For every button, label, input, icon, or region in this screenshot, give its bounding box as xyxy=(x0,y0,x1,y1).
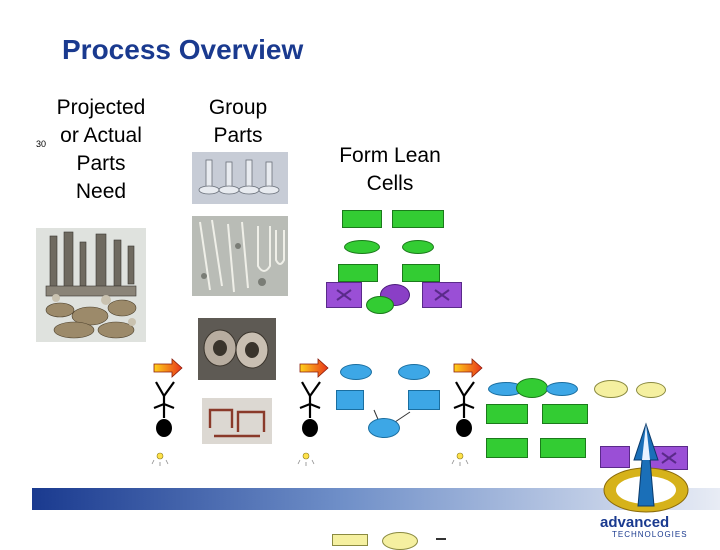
x-mark-icon xyxy=(661,452,677,464)
small-number-label: 30 xyxy=(36,139,47,149)
arrow-figure-1 xyxy=(151,358,183,466)
logo-subtitle: TECHNOLOGIES xyxy=(612,530,688,539)
form-lean-cells-label: Form Lean Cells xyxy=(339,144,441,195)
cell-station-3 xyxy=(366,296,394,314)
mixed-green-rect-4 xyxy=(540,438,586,458)
blue-machine-1 xyxy=(336,390,364,410)
mixed-green-rect-3 xyxy=(486,438,528,458)
arrow-figure-2 xyxy=(297,358,329,466)
mixed-blue-2 xyxy=(546,382,578,396)
mixed-yellow-1 xyxy=(594,380,628,398)
blue-station-1 xyxy=(340,364,372,380)
brackets-photo xyxy=(202,398,272,444)
cell-station-2 xyxy=(402,240,434,254)
mixed-green-1 xyxy=(516,378,548,398)
cell-machine-2 xyxy=(392,210,444,228)
footer-bar xyxy=(32,488,720,510)
blue-machine-2 xyxy=(408,390,440,410)
cell-station-1 xyxy=(344,240,380,254)
cell-machine-3 xyxy=(338,264,378,282)
cell-machine-1 xyxy=(342,210,382,228)
cell-purple-right xyxy=(422,282,462,308)
company-logo-icon xyxy=(603,422,689,513)
assorted-parts-photo xyxy=(36,228,146,342)
arrow-figure-3 xyxy=(451,358,483,466)
bolts-photo xyxy=(192,152,288,204)
x-mark-icon xyxy=(336,289,352,301)
logo-name: advanced xyxy=(600,514,670,531)
mixed-yellow-2 xyxy=(636,382,666,398)
hardware-photo xyxy=(192,216,288,296)
cell-purple-left xyxy=(326,282,362,308)
mixed-green-rect-2 xyxy=(542,404,588,424)
projected-parts-label: Projected or Actual Parts Need xyxy=(56,96,146,203)
bottom-yellow-rect xyxy=(332,534,368,546)
group-parts-label: Group Parts xyxy=(208,96,268,147)
blue-station-3 xyxy=(368,418,400,438)
blue-station-2 xyxy=(398,364,430,380)
page-title: Process Overview xyxy=(62,34,304,65)
mixed-green-rect-1 xyxy=(486,404,528,424)
bottom-dash xyxy=(436,538,446,540)
mixed-purple-1 xyxy=(600,446,630,468)
x-mark-icon xyxy=(434,289,450,301)
cell-machine-4 xyxy=(402,264,440,282)
bottom-yellow-ellipse xyxy=(382,532,418,550)
clamps-photo xyxy=(198,318,276,380)
